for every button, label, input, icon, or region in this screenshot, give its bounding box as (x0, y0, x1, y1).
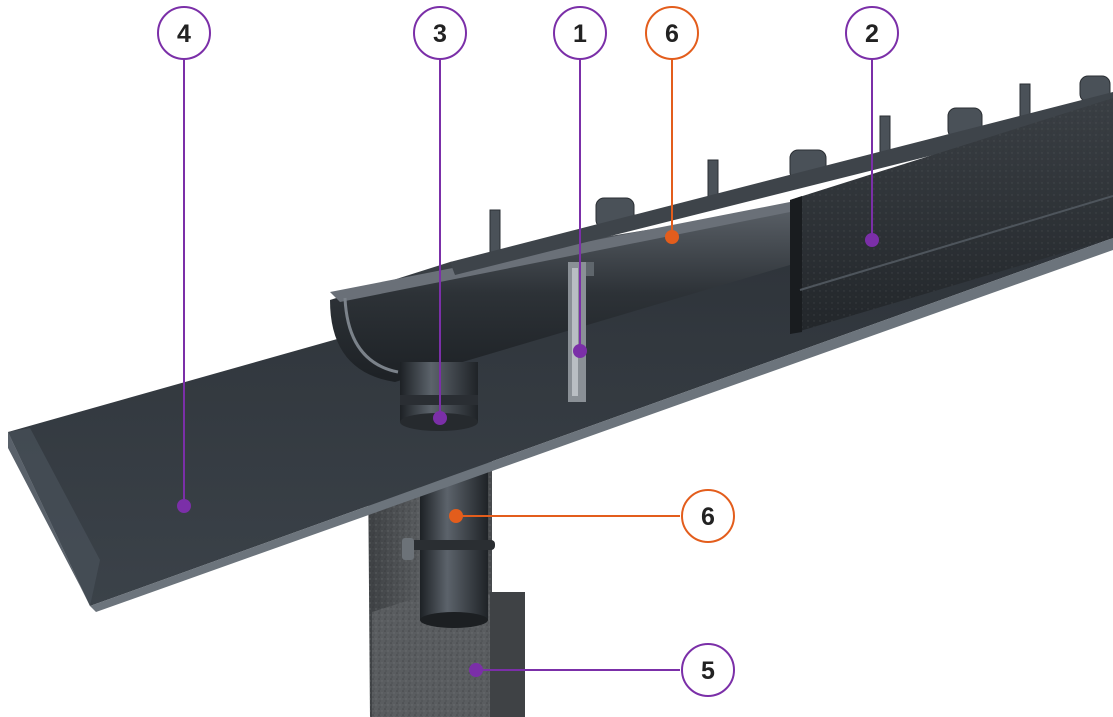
callout-label-5: 5 (701, 657, 715, 685)
hanger-bracket (568, 262, 594, 402)
leader-lines (183, 58, 873, 671)
callout-label-2: 2 (865, 20, 879, 48)
callout-5: 5 (681, 643, 735, 697)
dot-6-top (665, 230, 679, 244)
callout-6-bottom: 6 (681, 489, 735, 543)
dot-5 (469, 663, 483, 677)
callout-label-4: 4 (177, 20, 191, 48)
callout-label-6-bottom: 6 (701, 503, 715, 531)
callout-dots (177, 230, 879, 677)
callout-label-6-top: 6 (665, 20, 679, 48)
callout-4: 4 (157, 6, 211, 60)
dot-3 (433, 411, 447, 425)
fascia-board (790, 98, 1113, 334)
gutter-trough (330, 92, 1113, 382)
dot-6-bottom (449, 509, 463, 523)
callout-label-1: 1 (573, 20, 587, 48)
callout-label-3: 3 (433, 20, 447, 48)
dot-1 (573, 344, 587, 358)
dot-2 (865, 233, 879, 247)
callout-2: 2 (845, 6, 899, 60)
callout-3: 3 (413, 6, 467, 60)
callout-1: 1 (553, 6, 607, 60)
dot-4 (177, 499, 191, 513)
callout-6-top: 6 (645, 6, 699, 60)
